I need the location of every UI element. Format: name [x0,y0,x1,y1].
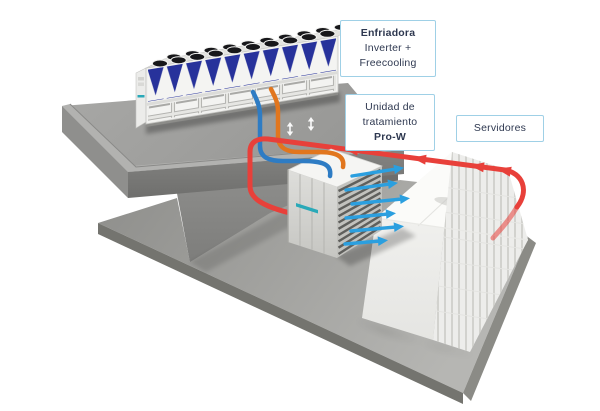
up-down-arrow-icon [286,122,294,136]
label-treatment-unit: Unidad de tratamiento Pro-W [345,94,435,151]
water-pipe-ends [299,149,346,179]
label-treatment-line2: tratamiento [362,115,418,128]
chiller-unit [135,23,357,129]
label-chiller-title: Enfriadora [360,27,416,39]
server-racks [356,152,529,356]
label-chiller-line3: Freecooling [359,56,417,69]
chiller-fans [151,23,350,68]
chiller-front-face [145,35,339,125]
label-servers: Servidores [456,115,544,142]
condenser-coils [148,38,336,102]
hot-air-return-line [247,136,526,241]
brand-badge [137,95,145,98]
service-panels [148,75,336,122]
water-return-pipe [268,86,321,155]
cold-air-arrows [343,164,410,246]
brand-badge [296,203,318,214]
water-pipes [250,86,321,164]
label-treatment-line1: Unidad de [365,101,415,113]
label-chiller: Enfriadora Inverter + Freecooling [340,20,436,77]
chiller-vent [138,77,144,81]
chiller-vent [138,82,144,86]
cold-air-arrowhead [377,164,410,246]
label-servers-title: Servidores [473,122,527,134]
chilled-water-pipe [250,89,305,164]
up-down-arrow-icon [307,117,315,131]
label-chiller-line2: Inverter + [364,41,412,54]
label-treatment-model: Pro-W [374,130,406,143]
airflow-updown-icons [286,117,315,136]
